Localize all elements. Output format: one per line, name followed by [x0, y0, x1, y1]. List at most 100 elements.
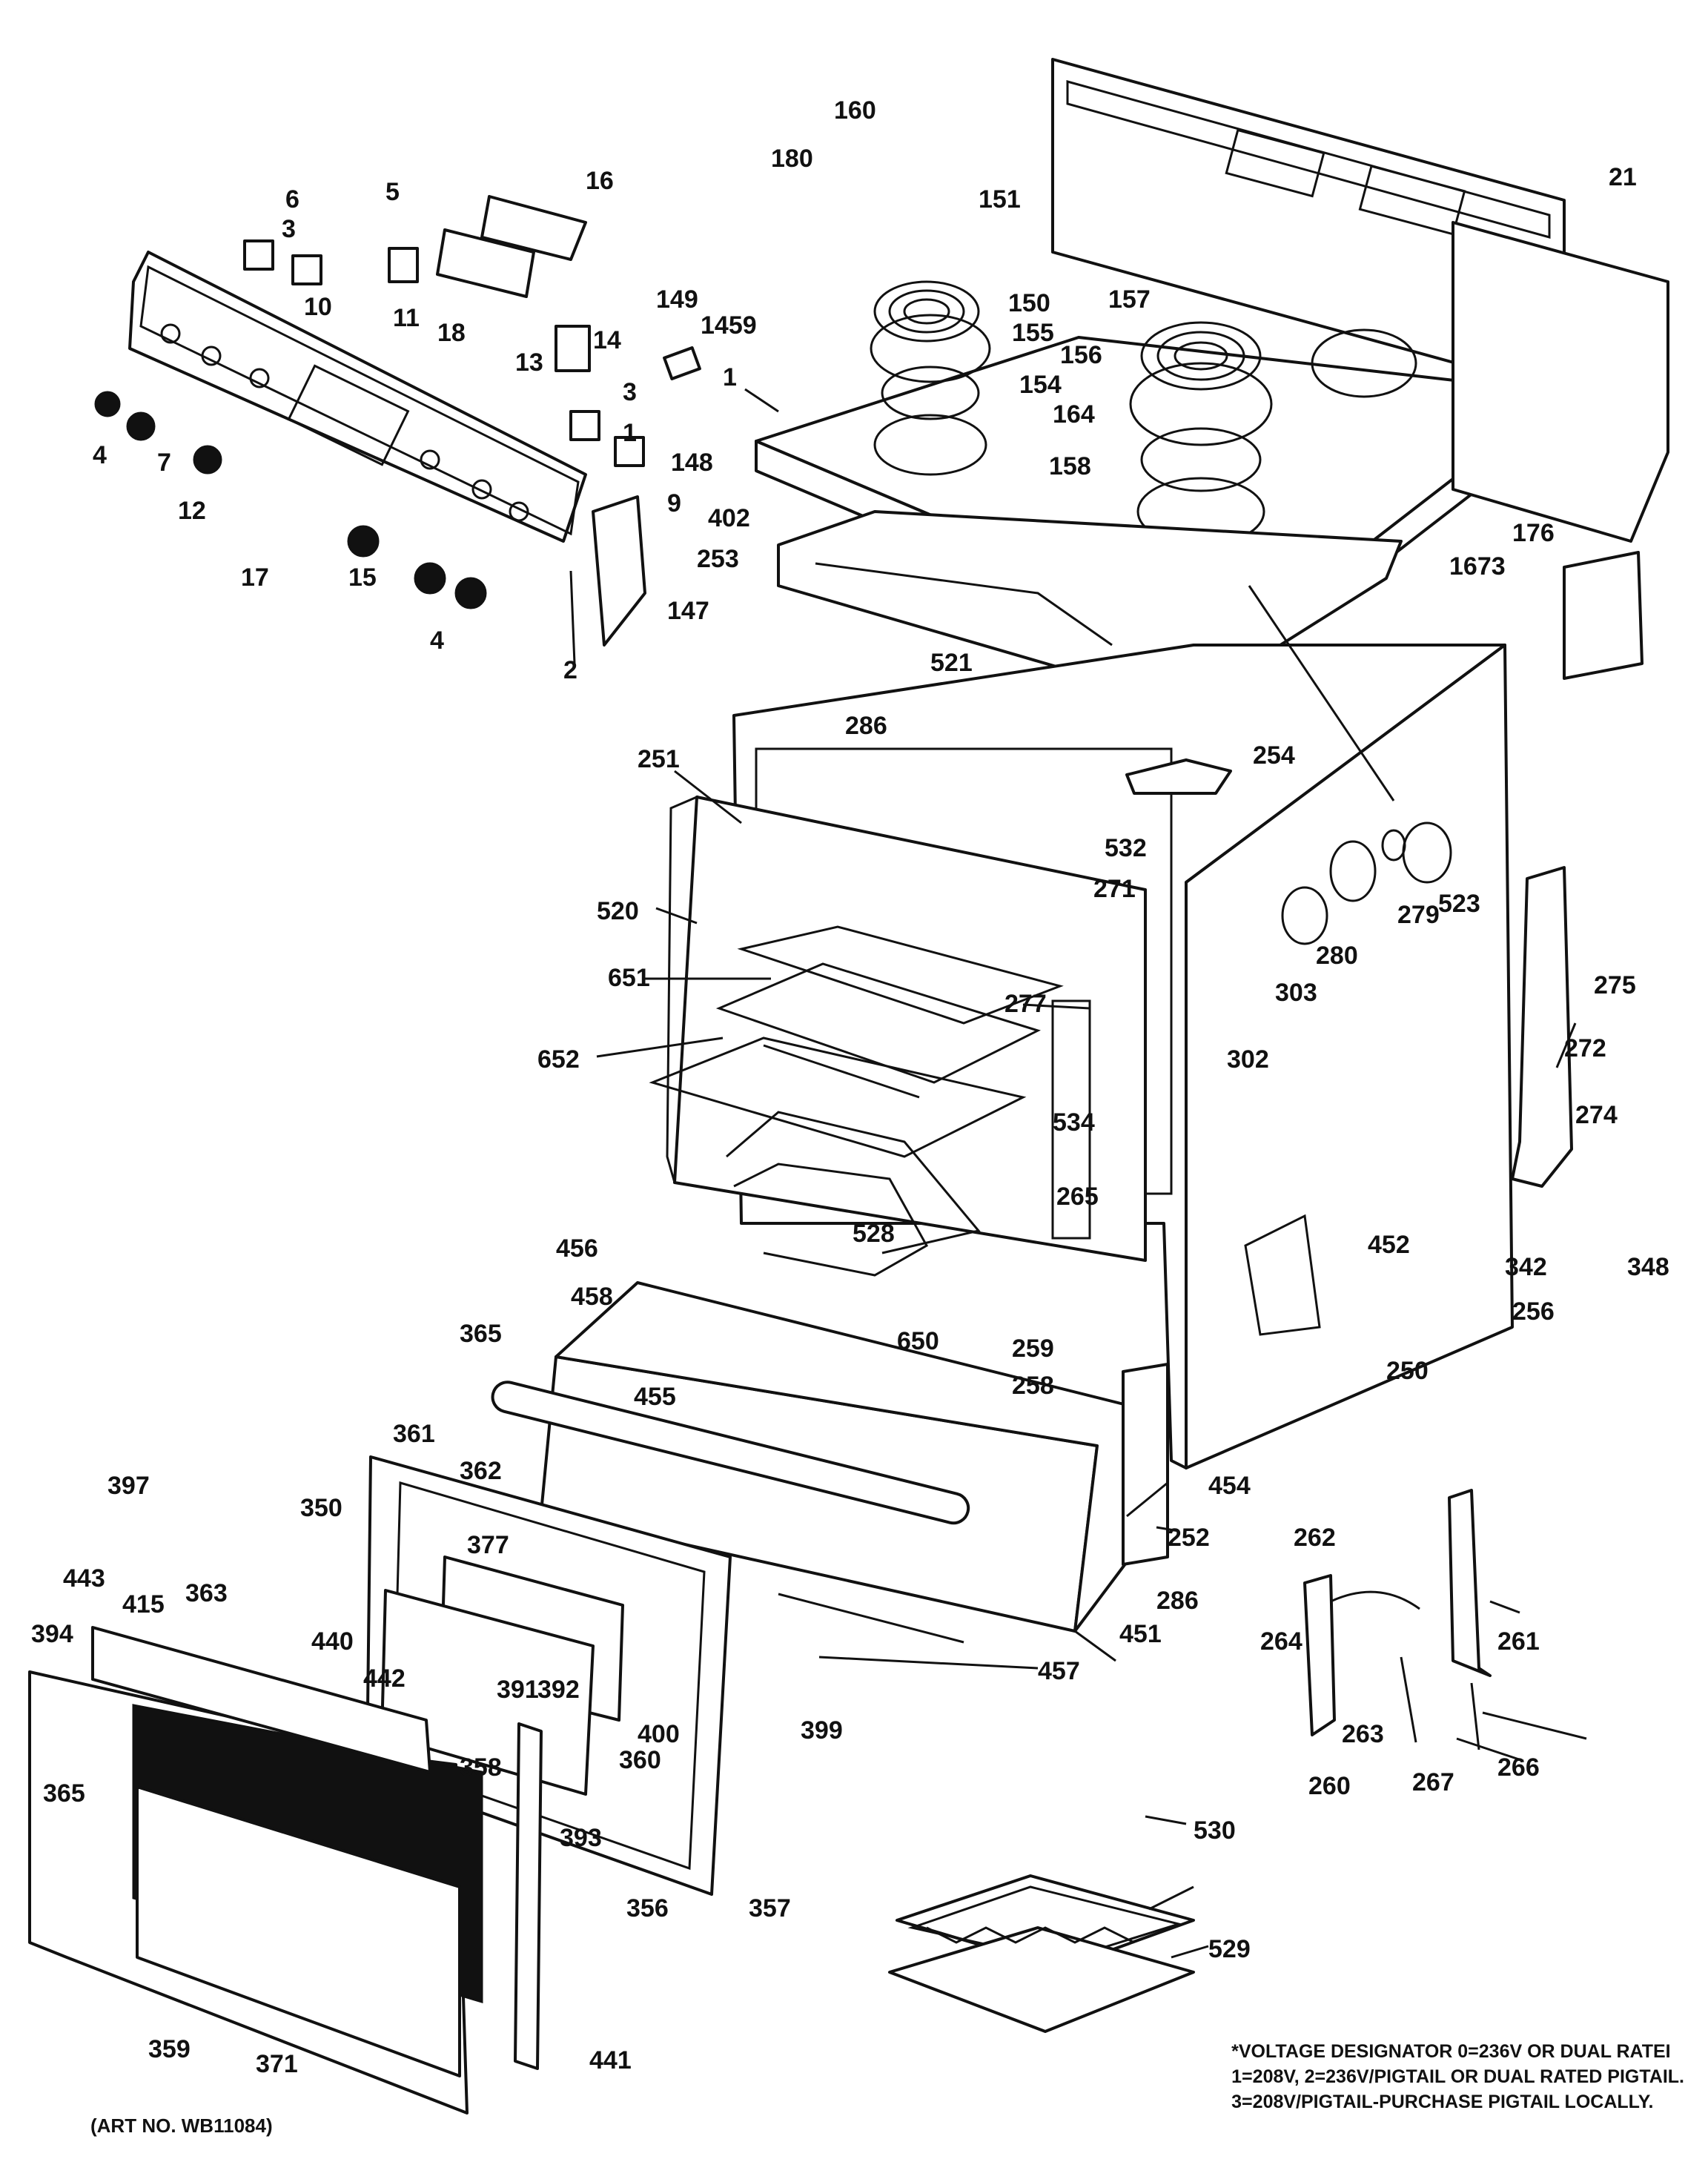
callout-label: 1673 — [1449, 552, 1506, 581]
callout-label: 3 — [623, 378, 637, 406]
callout-label: 393 — [560, 1824, 602, 1852]
callout-label: 277 — [1004, 990, 1047, 1018]
callout-label: 280 — [1316, 942, 1358, 970]
callout-label: 303 — [1275, 979, 1317, 1007]
callout-label: 11 — [393, 304, 420, 332]
callout-label: 21 — [1609, 163, 1637, 191]
callout-label: 365 — [43, 1779, 85, 1808]
callout-label: 440 — [311, 1627, 354, 1656]
callout-label: 1459 — [701, 311, 757, 340]
callout-label: 267 — [1412, 1768, 1454, 1796]
callout-label: 286 — [845, 712, 887, 740]
callout-label: 9 — [667, 489, 681, 518]
callout-label: 254 — [1253, 741, 1295, 770]
callout-label: 13 — [515, 348, 543, 377]
callout-label: 156 — [1060, 341, 1102, 369]
callout-label: 2 — [563, 656, 577, 684]
callout-label: 397 — [107, 1472, 150, 1500]
callout-label: 442 — [363, 1664, 406, 1693]
drawer-front — [491, 1281, 1169, 1633]
callout-label: 342 — [1505, 1253, 1547, 1281]
voltage-note-line: 1=208V, 2=236V/PIGTAIL OR DUAL RATED PIG… — [1231, 2066, 1684, 2087]
art-number: (ART NO. WB11084) — [90, 2115, 273, 2137]
callout-label: 302 — [1227, 1045, 1269, 1074]
callout-label: 394 — [31, 1620, 73, 1648]
callout-label: 360 — [619, 1746, 661, 1774]
callout-label: 361 — [393, 1420, 435, 1448]
callout-label: 160 — [834, 96, 876, 125]
callout-label: 457 — [1038, 1657, 1080, 1685]
bake-element — [733, 1163, 929, 1277]
callout-label: 274 — [1575, 1101, 1618, 1129]
callout-label: 454 — [1208, 1472, 1251, 1500]
right-side-parts — [1125, 551, 1644, 1188]
callout-label: 17 — [241, 563, 269, 592]
callout-label: 400 — [638, 1720, 680, 1748]
callout-label: 262 — [1294, 1524, 1336, 1552]
callout-label: 150 — [1008, 289, 1050, 317]
callout-label: 391 — [497, 1676, 539, 1704]
callout-label: 7 — [157, 449, 171, 477]
callout-label: 357 — [749, 1894, 791, 1922]
switches — [243, 195, 701, 467]
voltage-note-line: *VOLTAGE DESIGNATOR 0=236V OR DUAL RATEI — [1231, 2041, 1671, 2062]
callout-label: 521 — [930, 649, 973, 677]
callout-label: 250 — [1386, 1357, 1429, 1385]
callout-label: 392 — [537, 1676, 580, 1704]
callout-label: 176 — [1512, 519, 1555, 547]
callout-label: 356 — [626, 1894, 669, 1922]
callout-label: 530 — [1194, 1816, 1236, 1845]
callout-label: 456 — [556, 1234, 598, 1263]
callout-label: 16 — [586, 167, 614, 195]
callout-label: 358 — [460, 1753, 502, 1782]
callout-label: 350 — [300, 1494, 342, 1522]
callout-label: 272 — [1564, 1034, 1606, 1062]
callout-label: 147 — [667, 597, 709, 625]
callout-label: 5 — [385, 178, 400, 206]
door-hinges — [1303, 1489, 1492, 1750]
callout-label: 18 — [437, 319, 466, 347]
callout-label: 149 — [656, 285, 698, 314]
callout-label: 415 — [122, 1590, 165, 1619]
callout-label: 266 — [1497, 1753, 1540, 1782]
callout-label: 348 — [1627, 1253, 1669, 1281]
callout-label: 12 — [178, 497, 206, 525]
callout-label: 264 — [1260, 1627, 1302, 1656]
oven-racks — [649, 925, 1064, 1254]
callout-label: 365 — [460, 1320, 502, 1348]
callout-label: 371 — [256, 2050, 298, 2078]
end-cap — [592, 495, 646, 647]
callout-label: 256 — [1512, 1297, 1555, 1326]
callout-label: 399 — [801, 1716, 843, 1745]
rear-panel — [1452, 221, 1669, 543]
callout-label: 529 — [1208, 1935, 1251, 1963]
callout-label: 451 — [1119, 1620, 1162, 1648]
callout-label: 155 — [1012, 319, 1054, 347]
callout-label: 523 — [1438, 890, 1480, 918]
callout-label: 1 — [623, 419, 637, 447]
callout-label: 10 — [304, 293, 332, 321]
callout-label: 650 — [897, 1327, 939, 1355]
callout-label: 4 — [430, 626, 444, 655]
callout-label: 253 — [697, 545, 739, 573]
callout-label: 3 — [282, 215, 296, 243]
callout-label: 14 — [593, 326, 621, 354]
callout-label: 362 — [460, 1457, 502, 1485]
callout-label: 443 — [63, 1564, 105, 1593]
callout-label: 6 — [285, 185, 299, 214]
callout-label: 377 — [467, 1531, 509, 1559]
callout-label: 363 — [185, 1579, 228, 1607]
callout-label: 286 — [1156, 1587, 1199, 1615]
callout-label: 532 — [1105, 834, 1147, 862]
callout-label: 260 — [1308, 1772, 1351, 1800]
callout-label: 1 — [723, 363, 737, 391]
callout-label: 258 — [1012, 1372, 1054, 1400]
callout-label: 158 — [1049, 452, 1091, 480]
callout-labels: 1 2 3 3 1 4 4 5 6 7 9 10 11 12 13 14 15 … — [31, 96, 1669, 2078]
callout-label: 154 — [1019, 371, 1062, 399]
callout-label: 271 — [1093, 875, 1136, 903]
door-panel — [28, 1626, 543, 2115]
callout-label: 259 — [1012, 1335, 1054, 1363]
